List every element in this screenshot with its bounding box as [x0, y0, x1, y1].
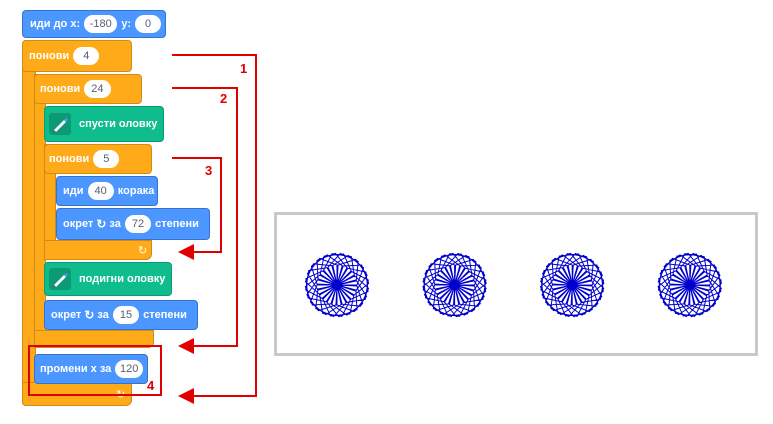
change-x-highlight-box: [28, 345, 162, 396]
turn-middle-prep: за: [97, 309, 109, 321]
pen-up-block[interactable]: подигни оловку: [44, 262, 172, 296]
pattern-shape: [539, 252, 605, 318]
turn-right-icon: ↻: [96, 217, 107, 231]
annotation-number-4: 4: [147, 378, 155, 393]
pen-icon: [49, 268, 71, 290]
output-pattern: [304, 252, 723, 318]
goto-y-input[interactable]: 0: [135, 15, 161, 33]
pen-down-block[interactable]: спусти оловку: [44, 106, 164, 142]
change-x-block[interactable]: промени х за 120: [34, 354, 148, 384]
repeat-middle-block[interactable]: понови 24: [34, 74, 142, 104]
bracket-arrow-3: [172, 157, 222, 260]
pattern-lines: [657, 252, 723, 318]
loop-arrow-icon: ↻: [138, 245, 148, 257]
turn-inner-suffix: степени: [155, 218, 199, 230]
bracket-arrow-2: [172, 87, 238, 354]
output-pattern-frame: [274, 212, 758, 356]
repeat-inner-block[interactable]: понови 5: [44, 144, 152, 174]
goto-label: иди до х:: [30, 18, 81, 30]
goto-y-label: у:: [121, 18, 131, 30]
annotation-number-3: 3: [205, 163, 213, 178]
turn-inner-block[interactable]: окрет ↻ за 72 степени: [56, 208, 210, 240]
pattern-lines: [539, 252, 605, 318]
turn-middle-label: окрет: [51, 309, 82, 321]
turn-inner-label: окрет: [63, 218, 94, 230]
repeat-outer-label: понови: [29, 50, 70, 62]
pattern-lines: [304, 252, 370, 318]
repeat-middle-label: понови: [40, 83, 81, 95]
move-label: иди: [63, 185, 84, 197]
move-steps-input[interactable]: 40: [87, 182, 114, 200]
change-x-input[interactable]: 120: [115, 360, 143, 378]
repeat-inner-input[interactable]: 5: [93, 150, 120, 168]
turn-middle-input[interactable]: 15: [112, 306, 140, 324]
turn-middle-block[interactable]: окрет ↻ за 15 степени: [44, 300, 198, 330]
turn-inner-input[interactable]: 72: [124, 215, 152, 233]
pattern-lines: [422, 252, 487, 318]
goto-xy-block[interactable]: иди до х: -180 у: 0: [22, 10, 166, 38]
repeat-inner-label: понови: [49, 153, 90, 165]
repeat-middle-input[interactable]: 24: [84, 80, 111, 98]
goto-x-input[interactable]: -180: [84, 15, 118, 33]
pattern-shape: [422, 252, 487, 318]
repeat-outer-input[interactable]: 4: [73, 47, 100, 65]
pen-up-label: подигни оловку: [79, 273, 166, 285]
repeat-middle-footer: [34, 330, 154, 348]
annotation-number-2: 2: [220, 91, 228, 106]
turn-inner-prep: за: [109, 218, 121, 230]
turn-right-icon: ↻: [84, 308, 95, 322]
bracket-arrow-1: [172, 54, 257, 404]
change-x-label: промени х за: [40, 363, 112, 375]
pen-down-label: спусти оловку: [79, 118, 158, 130]
turn-middle-suffix: степени: [143, 309, 187, 321]
annotation-number-1: 1: [240, 61, 248, 76]
pattern-shape: [657, 252, 723, 318]
repeat-outer-block[interactable]: понови 4: [22, 40, 132, 72]
pen-icon: [49, 113, 71, 135]
move-suffix: корака: [117, 185, 155, 197]
move-steps-block[interactable]: иди 40 корака: [56, 176, 158, 206]
pattern-shape: [304, 252, 370, 318]
repeat-inner-footer: [44, 240, 152, 260]
